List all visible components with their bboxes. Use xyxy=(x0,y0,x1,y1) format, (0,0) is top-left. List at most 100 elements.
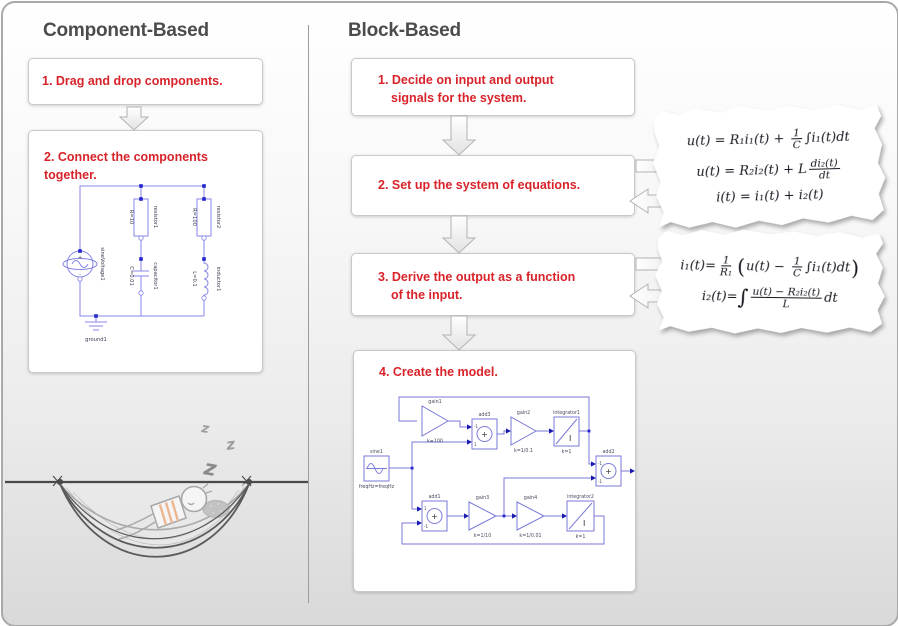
resistor1-icon xyxy=(133,198,149,237)
sine1-param: freqHz=freqHz xyxy=(359,484,395,490)
gain1-name: gain1 xyxy=(428,399,441,405)
integrator2-symbol: I xyxy=(583,519,585,528)
gain3-name: gain3 xyxy=(476,495,489,501)
resistor2-icon xyxy=(196,198,212,237)
capacitor-icon xyxy=(133,259,149,292)
circuit-ports xyxy=(77,235,207,301)
add2-bottom-port: -1 xyxy=(598,479,602,484)
column-divider xyxy=(308,25,309,603)
gain4-param: k=1/0.01 xyxy=(519,533,541,539)
sine-voltage-source-icon: + - xyxy=(62,250,98,278)
integrator1-param: k=1 xyxy=(562,449,572,455)
sine-voltage-label: sineVoltage1 xyxy=(99,247,105,280)
gain1-param: k=100 xyxy=(427,439,443,445)
ground-label: ground1 xyxy=(85,337,107,343)
sleeping-hammock-illustration: z z z xyxy=(5,421,308,558)
step-box-decide-signals: 1. Decide on input and output signals fo… xyxy=(351,58,635,116)
gain2-param: k=1/0.1 xyxy=(514,448,533,454)
resistor2-value: R=100 xyxy=(191,208,197,226)
resistor1-value: R=10 xyxy=(128,210,134,225)
step-box-connect-components: 2. Connect the components together. + - … xyxy=(28,130,263,373)
gain3-block xyxy=(468,501,498,531)
add2-top-port: -1 xyxy=(598,461,602,466)
integrator1-block: I xyxy=(553,416,580,447)
snore-z-large: z xyxy=(201,455,219,481)
capacitor1-name: capacitor1 xyxy=(152,262,158,289)
circuit-bottom-wire xyxy=(79,280,204,317)
step-box-create-model: 4. Create the model. xyxy=(353,350,636,592)
capacitor1-value: C=0.01 xyxy=(128,266,134,286)
sine-source-block xyxy=(363,455,390,482)
add2-block: + -1 -1 xyxy=(595,455,622,487)
integrator2-name: integrator2 xyxy=(567,494,594,500)
step-label: 2. Connect the components together. xyxy=(44,150,208,182)
step-line-2: signals for the system. xyxy=(391,90,527,105)
add1-bottom-port: -1 xyxy=(424,524,428,529)
equation-line: i(t) = i₁(t) + i₂(t) xyxy=(715,187,824,206)
add3-plus: + xyxy=(481,430,488,439)
gain4-block xyxy=(516,501,546,531)
sine-plus-sign: + xyxy=(78,255,82,261)
add3-bottom-port: 1 xyxy=(474,442,477,447)
inductor-icon xyxy=(203,259,209,297)
circuit-diagram: + - sineVoltage1 R=10 resistor1 C=0.01 c… xyxy=(62,184,221,343)
resistor1-name: resistor1 xyxy=(152,206,158,229)
down-arrow-left xyxy=(118,106,150,131)
gain4-name: gain4 xyxy=(524,495,537,501)
sine-minus-sign: - xyxy=(79,272,81,278)
sine1-name: sine1 xyxy=(370,449,383,455)
right-column-title: Block-Based xyxy=(348,20,461,41)
model-wires xyxy=(389,396,630,545)
circuit-top-wire xyxy=(79,185,204,251)
add1-plus: + xyxy=(431,512,438,521)
block-model-diagram: sine1 freqHz=freqHz gain1 k=100 + -1 1 a… xyxy=(359,396,635,545)
integrator2-block: I xyxy=(566,500,595,532)
integrator2-param: k=1 xyxy=(576,534,586,540)
hammock-front-strands xyxy=(59,483,250,558)
ground-icon xyxy=(85,316,107,331)
snore-z-medium: z xyxy=(224,435,236,454)
snore-z-icons: z z z xyxy=(199,421,236,481)
add3-top-port: -1 xyxy=(474,424,478,429)
integrator1-name: integrator1 xyxy=(553,410,580,416)
gain2-block xyxy=(510,416,538,446)
add1-block: + 1 -1 xyxy=(421,500,448,532)
add1-name: add1 xyxy=(428,494,440,500)
snore-z-small: z xyxy=(199,421,210,437)
gain2-name: gain2 xyxy=(517,410,530,416)
step-line-1: 1. Decide on input and output xyxy=(378,73,554,87)
step-label: 3. Derive the output as a function of th… xyxy=(378,269,634,304)
add2-name: add2 xyxy=(602,449,614,455)
down-arrow-right-3 xyxy=(441,315,477,351)
left-column-title: Component-Based xyxy=(43,20,209,41)
inductor1-name: inductor1 xyxy=(215,267,221,292)
model-arrowheads xyxy=(417,424,635,526)
gain1-block xyxy=(421,405,450,437)
step-line-1: 3. Derive the output as a function xyxy=(378,270,576,284)
step-line-2: of the input. xyxy=(391,287,463,302)
down-arrow-right-2 xyxy=(441,215,477,254)
add3-block: + -1 1 xyxy=(471,418,498,450)
step-label: 2. Set up the system of equations. xyxy=(378,177,581,192)
integrator1-symbol: I xyxy=(569,434,571,443)
add2-plus: + xyxy=(605,467,612,476)
step-label: 4. Create the model. xyxy=(379,365,498,379)
step-box-derive-output: 3. Derive the output as a function of th… xyxy=(351,253,635,316)
step-box-drag-drop: 1. Drag and drop components. xyxy=(28,58,263,105)
down-arrow-right-1 xyxy=(441,115,477,156)
add1-top-port: 1 xyxy=(424,506,427,511)
add3-name: add3 xyxy=(478,412,490,418)
gain3-param: k=1/10 xyxy=(474,533,492,539)
model-junctions xyxy=(410,429,591,518)
step-label: 1. Decide on input and output signals fo… xyxy=(378,72,634,107)
